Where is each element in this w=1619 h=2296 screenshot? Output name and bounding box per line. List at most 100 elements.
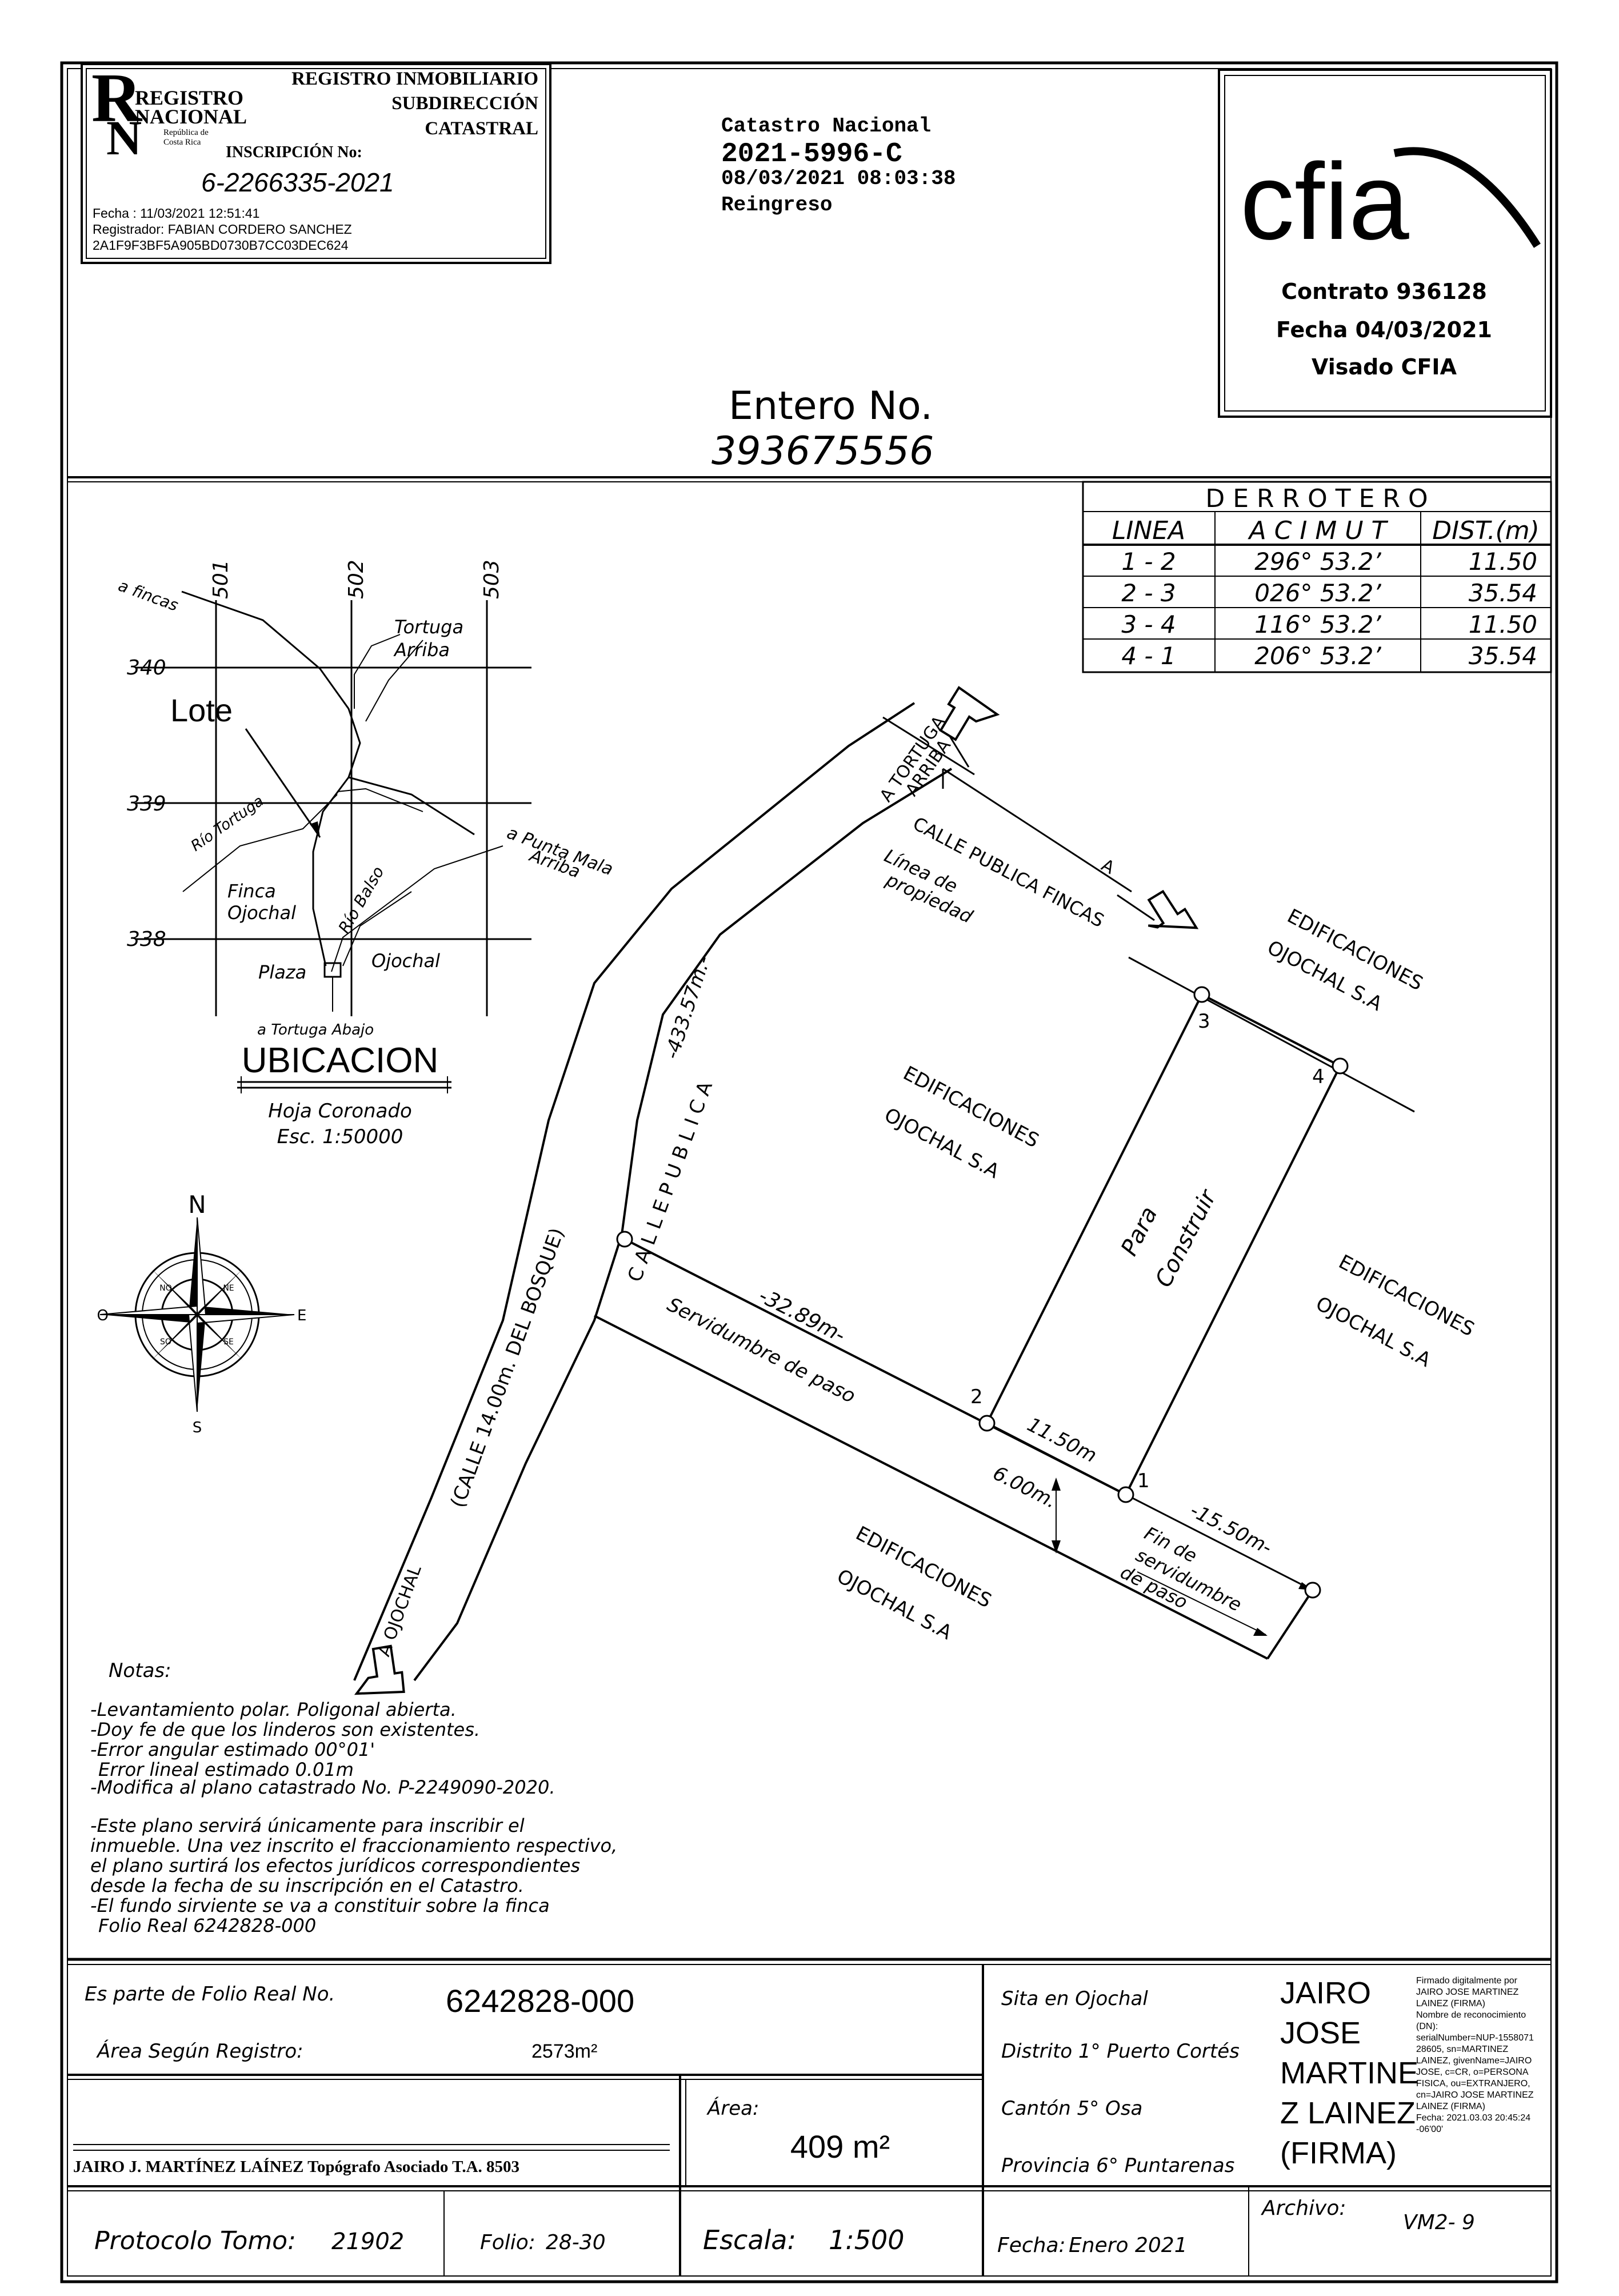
survey-point-3 [1193, 986, 1210, 1003]
svg-text:N: N [106, 110, 142, 165]
derrotero-cell: 35.54 [1469, 579, 1537, 607]
compass-e: E [297, 1307, 306, 1324]
cfia-contrato: Contrato 936128 [1281, 279, 1487, 304]
signature-detail: LAINEZ (FIRMA) [1416, 2102, 1485, 2111]
signature-detail: Fecha: 2021.03.03 20:45:24 [1416, 2113, 1530, 2123]
map-label: a Tortuga Abajo [257, 1021, 374, 1039]
folio2-label: Folio: [480, 2231, 535, 2254]
outer-border [60, 61, 1558, 2283]
inscripcion-number: 6-2266335-2021 [201, 167, 394, 197]
catastro-title: Catastro Nacional [721, 114, 931, 138]
entero-label: Entero No. [729, 384, 933, 429]
note-line: el plano surtirá los efectos jurídicos c… [90, 1855, 580, 1876]
registro-stamp: R N REGISTRO NACIONAL República de Costa… [81, 59, 551, 264]
archivo-label: Archivo: [1261, 2197, 1346, 2220]
note-line: desde la fecha de su inscripción en el C… [90, 1875, 524, 1896]
derrotero-table: D E R R O T E R O LINEA A C I M U T DIST… [1082, 481, 1552, 673]
plan-label: A [1098, 855, 1118, 879]
stamp-fecha: Fecha : 11/03/2021 12:51:41 [93, 206, 259, 221]
plan-label: A OJOCHAL [374, 1563, 426, 1659]
ubicacion-title: UBICACION [242, 1041, 438, 1080]
location-map: 501 502 503 340 339 338 Lote a fincas To… [116, 560, 616, 1148]
signature-detail: serialNumber=NUP-1558071 [1416, 2033, 1534, 2043]
signature-name-line: JAIRO [1280, 1976, 1371, 2010]
map-label: Ojochal [371, 950, 440, 972]
lot-use-label: Construir [1150, 1185, 1222, 1292]
derrotero-cell: 116° 53.2’ [1254, 610, 1381, 638]
entero-number: 393675556 [711, 429, 934, 474]
compass-o: O [97, 1307, 109, 1324]
derrotero-cell: 35.54 [1469, 642, 1537, 670]
derrotero-cell: 3 - 4 [1121, 610, 1176, 638]
signature-detail: -06'00' [1416, 2125, 1443, 2134]
lote-label: Lote [170, 692, 233, 728]
derrotero-title: D E R R O T E R O [1205, 484, 1428, 513]
compass-rose-icon: N S E O NE NO SE SO [97, 1191, 307, 1436]
sita-label: Sita en Ojochal [1001, 1987, 1148, 2010]
arrow-fincas-icon [1147, 889, 1199, 929]
escala-value: 1:500 [829, 2225, 905, 2255]
note-line: inmueble. Una vez inscrito el fraccionam… [90, 1835, 617, 1856]
derrotero-header-dist: DIST.(m) [1432, 516, 1540, 545]
signature-detail: FISICA, ou=EXTRANJERO, [1416, 2079, 1530, 2089]
point-label-1: 1 [1137, 1470, 1150, 1492]
svg-text:R: R [91, 59, 143, 137]
area-registro-value: 2573m² [531, 2041, 597, 2062]
grid-y-label: 338 [127, 928, 166, 951]
cfia-box: cfia Contrato 936128 Fecha 04/03/2021 Vi… [1218, 69, 1552, 418]
logo-line2: NACIONAL [135, 105, 247, 128]
folio2-value: 28-30 [546, 2231, 606, 2254]
map-label: Tortuga [394, 616, 463, 638]
signature-detail: JAIRO JOSE MARTINEZ [1416, 1987, 1519, 1997]
signature-name-line: JOSE [1280, 2016, 1361, 2050]
plan-label: (CALLE 14.00m. DEL BOSQUE) [446, 1225, 569, 1511]
svg-text:cfia: cfia [1240, 141, 1409, 262]
logo-sub1: República de [163, 128, 209, 137]
point-label-4: 4 [1312, 1065, 1325, 1088]
calle-publica-east-edge [413, 768, 953, 1682]
derrotero-cell: 206° 53.2’ [1254, 642, 1381, 670]
compass-no: NO [159, 1284, 172, 1293]
survey-point [616, 1231, 633, 1248]
calle-publica-west-edge [353, 702, 916, 1681]
protocolo-value: 21902 [331, 2229, 404, 2255]
survey-point-1 [1117, 1486, 1134, 1503]
grid-x-label: 502 [345, 560, 368, 599]
signature-detail: cn=JAIRO JOSE MARTINEZ [1416, 2090, 1534, 2100]
derrotero-cell: 296° 53.2’ [1254, 548, 1381, 576]
registro-nacional-logo: R N REGISTRO NACIONAL República de Costa… [91, 59, 247, 165]
escala-map-label: Esc. 1:50000 [277, 1125, 403, 1148]
signature-name-line: Z LAINEZ [1280, 2096, 1416, 2130]
derrotero-cell: 11.50 [1469, 610, 1537, 638]
folio-label: Es parte de Folio Real No. [85, 1983, 335, 2006]
digital-signature: JAIRO JOSE MARTINE Z LAINEZ (FIRMA) Firm… [1280, 1976, 1534, 2170]
stamp-hash: 2A1F9F3BF5A905BD0730B7CC03DEC624 [93, 238, 349, 253]
map-label: Plaza [258, 961, 306, 983]
compass-so: SO [160, 1337, 171, 1347]
logo-sub2: Costa Rica [163, 138, 201, 147]
dist-1550: -15.50m- [1186, 1499, 1276, 1559]
stamp-header2: SUBDIRECCIÓN [391, 92, 538, 114]
signature-name-line: MARTINE [1280, 2056, 1418, 2090]
stamp-registrador: Registrador: FABIAN CORDERO SANCHEZ [93, 222, 352, 237]
catastro-number: 2021-5996-C [721, 139, 902, 170]
derrotero-cell: 026° 53.2’ [1254, 579, 1381, 607]
map-label: Arriba [393, 639, 450, 661]
catastro-datetime: 08/03/2021 08:03:38 [721, 167, 956, 190]
dist-600: 6.00m. [989, 1462, 1061, 1513]
grid-y-label: 340 [127, 656, 166, 680]
map-label: Finca [227, 880, 276, 902]
distrito-label: Distrito 1° Puerto Cortés [1001, 2040, 1240, 2063]
notes-section: Notas: -Levantamiento polar. Poligonal a… [90, 1659, 617, 1936]
fecha-label: Fecha: [997, 2234, 1066, 2257]
derrotero-cell: 11.50 [1469, 548, 1537, 576]
note-line: -Este plano servirá únicamente para insc… [90, 1815, 525, 1836]
point-label-2: 2 [970, 1385, 983, 1408]
note-line: -Levantamiento polar. Poligonal abierta. [90, 1699, 457, 1720]
signature-name-line: (FIRMA) [1280, 2136, 1397, 2170]
map-label: Río Tortuga [188, 792, 267, 854]
signature-detail: JOSE, c=CR, o=PERSONA [1416, 2067, 1529, 2077]
map-label: Ojochal [227, 902, 296, 924]
signature-detail: LAINEZ, givenName=JAIRO [1416, 2056, 1532, 2066]
notes-title: Notas: [109, 1659, 171, 1682]
